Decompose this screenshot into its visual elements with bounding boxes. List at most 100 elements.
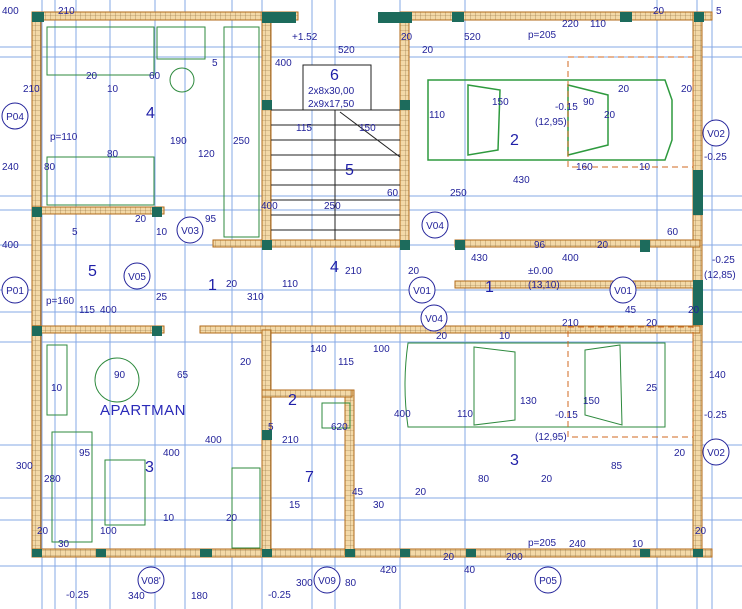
room-label-bedroom: 4 bbox=[146, 105, 155, 122]
tag-v01-hall: V01 bbox=[413, 286, 431, 297]
room-label-living: 3 bbox=[145, 459, 154, 476]
dimension-label: 200 bbox=[506, 552, 523, 563]
dimension-label: 10 bbox=[639, 162, 651, 173]
tag-v04-hall: V04 bbox=[425, 314, 443, 325]
dimension-label: 140 bbox=[709, 370, 726, 381]
dimension-label: 20 bbox=[135, 214, 147, 225]
room-label-stair-5: 5 bbox=[345, 162, 354, 179]
dimension-label: 400 bbox=[261, 201, 278, 212]
dimension-label: 250 bbox=[324, 201, 341, 212]
dimension-label: 10 bbox=[51, 383, 63, 394]
stairs bbox=[271, 64, 401, 240]
dimension-label: 400 bbox=[100, 305, 117, 316]
dimension-label: 90 bbox=[114, 370, 126, 381]
dimension-label: 10 bbox=[156, 227, 168, 238]
dimension-label: 220 bbox=[562, 19, 579, 30]
dimension-label: 110 bbox=[282, 279, 298, 290]
dimension-label: 115 bbox=[296, 123, 312, 134]
furniture bbox=[46, 26, 351, 549]
level-garage-3-abs: (12,95) bbox=[535, 432, 567, 443]
dimension-label: 110 bbox=[590, 19, 606, 30]
dimension-label: 150 bbox=[359, 123, 376, 134]
level-hall-abs: (13,10) bbox=[528, 280, 560, 291]
dimension-label: 420 bbox=[380, 565, 397, 576]
dimension-label: 115 bbox=[338, 357, 354, 368]
dimension-label: 430 bbox=[513, 175, 530, 186]
opening-tags: P01 P04 V03 V05 V04 V01 V02 V02 V08' V09… bbox=[6, 112, 725, 587]
dimension-label: 20 bbox=[240, 357, 252, 368]
dimension-label: 400 bbox=[2, 6, 19, 17]
apartment-title: APARTMAN bbox=[100, 402, 186, 419]
dimension-label: 80 bbox=[478, 474, 490, 485]
dimension-label: 20 bbox=[646, 318, 658, 329]
dimension-labels: 4002052096202020451504520190140201601403… bbox=[2, 6, 726, 602]
dimension-label: 520 bbox=[464, 32, 481, 43]
dimension-label: 20 bbox=[653, 6, 665, 17]
parapet-bath: p=160 bbox=[46, 296, 75, 307]
dimension-label: 120 bbox=[198, 149, 215, 160]
room-label-garage-hall: 1 bbox=[485, 279, 494, 296]
dimension-label: 10 bbox=[163, 513, 175, 524]
dimension-label: 20 bbox=[618, 84, 630, 95]
dimension-label: 300 bbox=[16, 461, 33, 472]
dimension-label: 110 bbox=[457, 409, 473, 420]
tag-v03: V03 bbox=[181, 226, 199, 237]
dimension-label: 400 bbox=[2, 240, 19, 251]
dimension-label: 240 bbox=[569, 539, 586, 550]
dimension-label: 10 bbox=[107, 84, 119, 95]
dimension-label: 5 bbox=[716, 6, 722, 17]
room-label-stair: 6 bbox=[330, 67, 339, 84]
dimension-label: 400 bbox=[394, 409, 411, 420]
tag-p01: P01 bbox=[6, 286, 24, 297]
dimension-label: 60 bbox=[149, 71, 161, 82]
parapet-top: p=205 bbox=[528, 30, 557, 41]
dimension-label: 5 bbox=[268, 422, 274, 433]
garage-door-swing bbox=[567, 56, 694, 438]
dimension-label: 400 bbox=[275, 58, 292, 69]
level-garage-3: -0.15 bbox=[555, 410, 578, 421]
dimension-label: 20 bbox=[688, 305, 700, 316]
dimension-label: 60 bbox=[667, 227, 679, 238]
tag-v08: V08' bbox=[141, 576, 161, 587]
parapet-bedroom: p=110 bbox=[50, 132, 78, 143]
parapet-labels: p=205 p=205 p=110 p=160 bbox=[46, 30, 557, 549]
dimension-label: 190 bbox=[170, 136, 187, 147]
room-label-kitchen: 2 bbox=[288, 392, 297, 409]
opening-tag-circles bbox=[1, 102, 730, 594]
room-label-garage-3: 3 bbox=[510, 452, 519, 469]
parapet-bottom: p=205 bbox=[528, 538, 557, 549]
tag-v05: V05 bbox=[128, 272, 146, 283]
dimension-label: 20 bbox=[597, 240, 609, 251]
dimension-label: 90 bbox=[583, 97, 595, 108]
dimension-label: 96 bbox=[534, 240, 546, 251]
car-garage-3 bbox=[404, 342, 666, 428]
level-right: -0.25 bbox=[712, 255, 735, 266]
dimension-label: 250 bbox=[450, 188, 467, 199]
level-stair-top: +1.52 bbox=[292, 32, 318, 43]
dimension-label: 45 bbox=[352, 487, 364, 498]
dimension-label: 210 bbox=[58, 6, 75, 17]
dimension-label: 400 bbox=[562, 253, 579, 264]
level-right-top: -0.25 bbox=[704, 152, 727, 163]
dimension-label: 20 bbox=[681, 84, 693, 95]
dimension-label: 45 bbox=[625, 305, 637, 316]
dimension-label: 20 bbox=[422, 45, 434, 56]
stair-spec-1: 2x8x30,00 bbox=[308, 86, 355, 97]
dimension-label: 20 bbox=[226, 279, 238, 290]
room-label-stair-hall: 4 bbox=[330, 259, 339, 276]
dimension-label: 20 bbox=[37, 526, 49, 537]
dimension-label: 130 bbox=[520, 396, 537, 407]
level-hall: ±0.00 bbox=[528, 266, 553, 277]
dimension-label: 80 bbox=[44, 162, 56, 173]
dimension-label: 10 bbox=[632, 539, 644, 550]
level-right-abs: (12,85) bbox=[704, 270, 736, 281]
dimension-label: 30 bbox=[373, 500, 385, 511]
dimension-label: 210 bbox=[23, 84, 40, 95]
dimension-label: 20 bbox=[86, 71, 98, 82]
dimension-label: 15 bbox=[289, 500, 301, 511]
room-label-garage-2: 2 bbox=[510, 132, 519, 149]
tag-v04: V04 bbox=[426, 221, 444, 232]
dimension-label: 65 bbox=[177, 370, 189, 381]
dimension-label: 520 bbox=[338, 45, 355, 56]
